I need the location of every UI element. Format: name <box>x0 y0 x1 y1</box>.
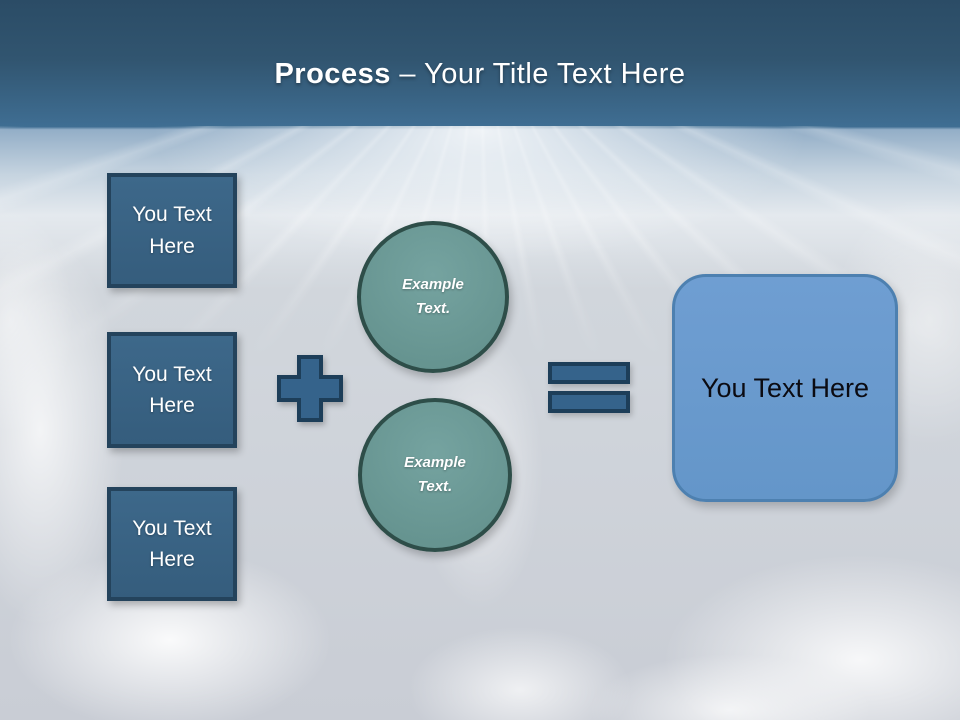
plus-icon[interactable] <box>277 355 343 422</box>
example-circle-1-label: Example Text. <box>402 276 464 317</box>
slide-title-keyword: Process <box>274 58 391 90</box>
example-circle-1[interactable]: Example Text. <box>357 221 509 373</box>
result-box[interactable]: You Text Here <box>672 274 898 502</box>
input-box-3-label: You Text Here <box>132 516 212 572</box>
example-circle-2-label: Example Text. <box>404 454 466 495</box>
equals-bottom-bar <box>548 391 630 413</box>
input-box-3[interactable]: You Text Here <box>107 487 237 601</box>
input-box-2[interactable]: You Text Here <box>107 332 237 448</box>
example-circle-2[interactable]: Example Text. <box>358 398 512 552</box>
equals-top-bar <box>548 362 630 384</box>
input-box-1-label: You Text Here <box>132 203 212 258</box>
input-box-1[interactable]: You Text Here <box>107 173 237 288</box>
slide-title-rest: – Your Title Text Here <box>390 58 686 90</box>
result-box-label: You Text Here <box>700 372 870 403</box>
equals-icon[interactable] <box>548 362 630 413</box>
input-box-2-label: You Text Here <box>132 362 212 418</box>
slide-title[interactable]: Process – Your Title Text Here <box>0 58 960 91</box>
